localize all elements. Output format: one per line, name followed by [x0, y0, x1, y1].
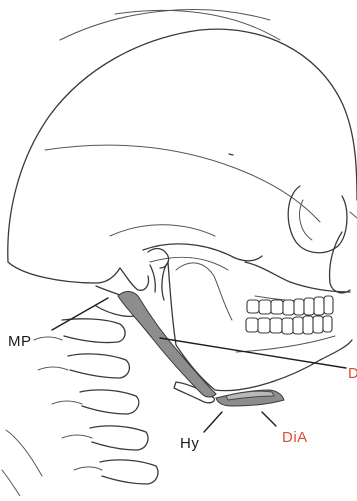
squamous-suture: [110, 225, 215, 236]
cranium-outline: [8, 29, 357, 262]
occipital-outline: [8, 262, 120, 283]
lower-teeth: [246, 316, 332, 334]
mp-leader-line: [52, 298, 108, 330]
zygomatic-arch: [143, 244, 262, 261]
dia-leader-line: [262, 412, 276, 426]
label-mp: MP: [8, 333, 32, 350]
label-hy: Hy: [180, 435, 199, 452]
nasal-aperture: [330, 232, 350, 293]
cranium-inner-contour: [115, 10, 280, 40]
parietal-mark: [229, 154, 233, 155]
nasal-bone: [350, 212, 357, 218]
orbit-inner: [300, 200, 312, 240]
hy-leader-line: [204, 412, 222, 432]
maxilla: [245, 262, 350, 292]
label-d: D: [348, 365, 357, 382]
coronoid-notch: [176, 263, 232, 320]
mastoid-process: [120, 268, 149, 290]
temporal-line: [45, 145, 320, 222]
styloid-process: [150, 265, 155, 292]
upper-teeth: [247, 296, 333, 315]
mandible-lower-border: [236, 336, 335, 352]
label-dia: DiA: [282, 429, 308, 446]
skull-vertex-line: [60, 10, 270, 40]
